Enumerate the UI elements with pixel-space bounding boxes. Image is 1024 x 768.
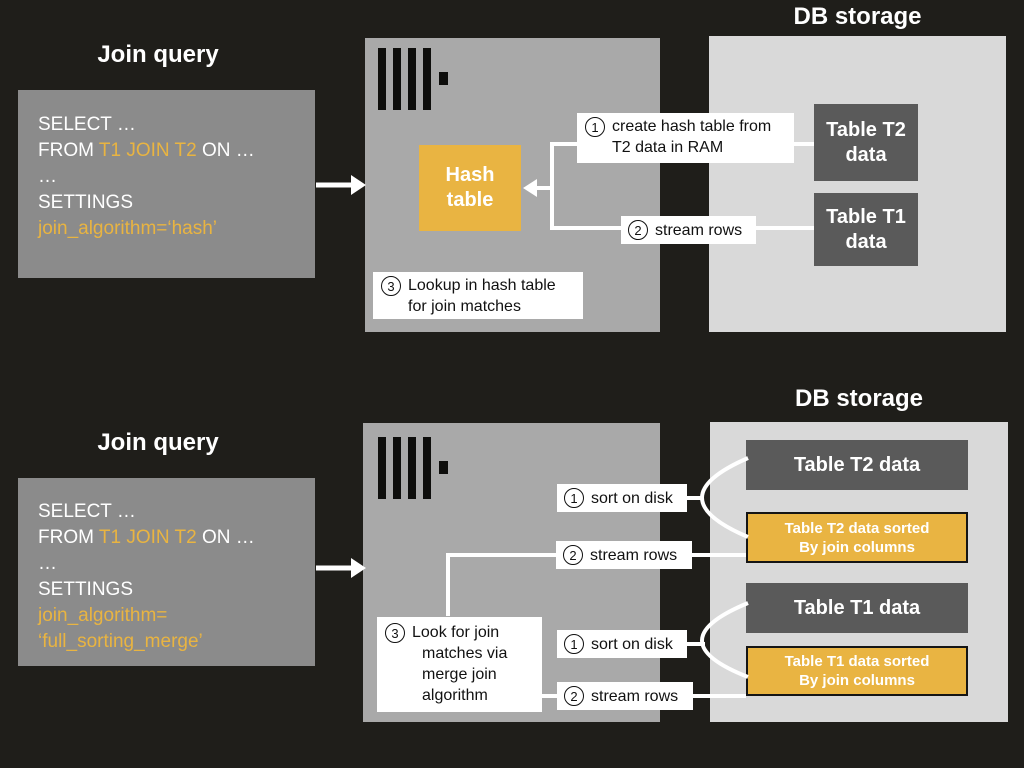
hash-join-query-box: SELECT … FROM T1 JOIN T2 ON … … SETTINGS… [18,90,315,278]
table-t2-label-line1: Table T2 [826,118,906,141]
hash-join-db-storage-box [709,36,1006,332]
logo-bar [378,437,386,499]
table-t2-label: Table T2 data [793,453,921,476]
logo-bar [393,48,401,110]
sort-t1-text: sort on disk [591,635,673,653]
t1-sorted-line2: By join columns [799,672,915,689]
hash-join-query-title: Join query [97,41,219,68]
logo-bar [393,437,401,499]
table-t2-data-box: Table T2 data [746,440,968,490]
step3-line1: Look for join [412,624,500,641]
step-number-icon: 3 [385,623,405,643]
step-number-icon: 1 [564,634,584,654]
query-line-settings: SETTINGS [38,579,134,600]
query-line-algorithm-2: ‘full_sorting_merge’ [38,631,203,652]
step1-sort-t2-label: 1 sort on disk [557,484,687,512]
step1-create-hash-label: 1 create hash table from T2 data in RAM [577,113,794,163]
stream-t2-text: stream rows [590,546,678,564]
query-line-algorithm: join_algorithm=‘hash’ [38,218,218,239]
query-line-from: FROM T1 JOIN T2 ON … [38,138,315,164]
logo-bar [423,48,431,110]
step-number-icon: 3 [381,276,401,296]
table-t1-label-line2: data [845,230,887,253]
merge-join-query-title: Join query [97,429,219,456]
step3-line3: merge join [422,666,497,683]
t2-sorted-line1: Table T2 data sorted [784,519,930,537]
query-line-settings: SETTINGS [38,192,134,213]
table-t2-data-box: Table T2 data [814,104,918,181]
query-line-from: FROM T1 JOIN T2 ON … [38,525,315,551]
step3-lookup-label: 3 Lookup in hash table for join matches [373,272,583,319]
query-line-algorithm-1: join_algorithm= [38,605,168,626]
step-number-icon: 2 [628,220,648,240]
table-t1-sorted-box: Table T1 data sorted By join columns [746,646,968,696]
step2-stream-rows-label: 2 stream rows [621,216,756,244]
step-number-icon: 1 [585,117,605,137]
clickhouse-logo-icon [378,437,448,499]
step1-text-line2: T2 data in RAM [612,139,724,156]
step3-merge-text: Look for join matches via merge join alg… [412,622,507,706]
from-keyword: FROM [38,140,99,161]
hash-table-label-line1: Hash [445,164,495,186]
query-line-ellipsis: … [38,166,57,187]
table-t2-sorted-box: Table T2 data sorted By join columns [746,512,968,563]
step-number-icon: 1 [564,488,584,508]
step1-text: create hash table from T2 data in RAM [612,116,771,158]
step3-line2: matches via [422,645,508,662]
clickhouse-logo-icon [378,48,448,110]
on-clause: ON … [196,527,255,548]
query-line-ellipsis: … [38,553,57,574]
table-t2-label-line2: data [845,143,887,166]
step2-stream-t1-label: 2 stream rows [557,682,693,710]
t1-sorted-line1: Table T1 data sorted [784,653,930,670]
step3-merge-lookup-label: 3 Look for join matches via merge join a… [377,617,542,712]
table-t1-data-box: Table T1 data [814,193,918,266]
merge-join-query-box: SELECT … FROM T1 JOIN T2 ON … … SETTINGS… [18,478,315,666]
stream-t1-text: stream rows [591,687,679,705]
step2-text: stream rows [655,221,743,239]
table-t1-data-box: Table T1 data [746,583,968,633]
table-t1-label-line1: Table T1 [826,205,906,228]
from-tables: T1 JOIN T2 [98,140,197,161]
step3-text-line2: for join matches [408,298,521,315]
on-clause: ON … [196,140,255,161]
logo-bar [408,437,416,499]
query-line-select: SELECT … [38,114,136,135]
logo-dot [439,72,448,85]
logo-bar [408,48,416,110]
hash-table-label-line2: table [446,189,494,211]
hash-join-db-storage-title: DB storage [793,3,922,30]
from-tables: T1 JOIN T2 [98,527,197,548]
sort-t2-text: sort on disk [591,489,673,507]
merge-join-db-storage-title: DB storage [794,385,924,412]
query-line-select: SELECT … [38,501,136,522]
logo-bar [378,48,386,110]
step3-line4: algorithm [422,687,488,704]
step-number-icon: 2 [563,545,583,565]
step1-sort-t1-label: 1 sort on disk [557,630,687,658]
step1-text-line1: create hash table from [612,118,772,135]
step3-text-line1: Lookup in hash table [408,277,556,294]
from-keyword: FROM [38,527,99,548]
step2-stream-t2-label: 2 stream rows [556,541,692,569]
hash-table-box: Hash table [419,145,521,231]
step3-text: Lookup in hash table for join matches [408,275,556,317]
arrowhead-query-to-server-top [351,175,366,195]
logo-dot [439,461,448,474]
logo-bar [423,437,431,499]
step-number-icon: 2 [564,686,584,706]
table-t1-label: Table T1 data [793,596,921,619]
t2-sorted-line2: By join columns [799,538,915,556]
